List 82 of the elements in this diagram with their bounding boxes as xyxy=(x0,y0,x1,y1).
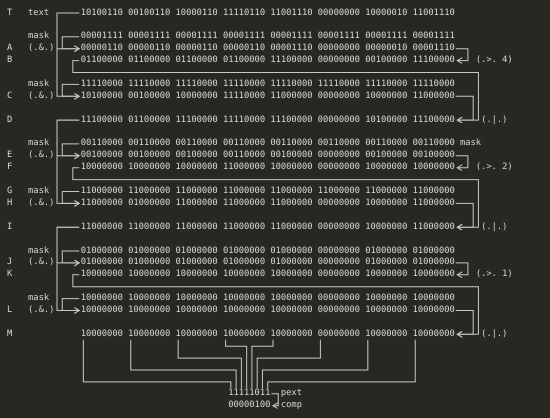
row-label: mask xyxy=(28,293,50,304)
connector-arrow xyxy=(56,226,80,314)
binary-row: 00000110 00000110 00000110 00000110 00001110 00000000 00000010 00001110 xyxy=(80,43,455,54)
binary-row: 00110000 00110000 00110000 00110000 00110000 00110000 00110000 00110000 xyxy=(80,138,455,150)
row-label: mask xyxy=(460,138,482,150)
connector-arrow xyxy=(62,36,80,52)
row-label: D xyxy=(6,114,12,126)
connector-line xyxy=(262,339,368,389)
binary-row: 01000000 01000000 01000000 01000000 01000000 00000000 01000000 01000000 xyxy=(80,246,455,256)
connector-arrow xyxy=(270,393,279,410)
connector-line xyxy=(225,339,248,389)
connector-line xyxy=(130,339,237,389)
binary-row: 11110000 11110000 11110000 11110000 11110000 11110000 11110000 11110000 xyxy=(80,78,455,90)
row-label: (.&.) xyxy=(28,198,54,209)
binary-row: 10100110 00100110 10000110 11110110 11001110 00000000 10000010 11001110 xyxy=(80,8,455,18)
row-label: comp xyxy=(280,400,302,412)
row-label: text xyxy=(28,8,50,18)
binary-row: 00100000 00100000 00100000 00110000 00100000 00000000 00100000 00100000 xyxy=(80,150,455,162)
connector-arrow xyxy=(455,202,474,231)
connector-arrow xyxy=(72,274,479,338)
edge-label: (.>. 1) xyxy=(476,269,513,280)
binary-row: 10000000 10000000 10000000 10000000 10000000 00000000 10000000 10000000 xyxy=(80,293,455,304)
row-label: mask xyxy=(28,138,50,150)
row-label: F xyxy=(6,162,12,174)
row-label: A xyxy=(6,43,12,54)
binary-row: 10000000 10000000 10000000 10000000 10000000 00000000 10000000 10000000 xyxy=(80,305,455,316)
connector-arrow xyxy=(62,143,80,160)
connector-arrow xyxy=(455,310,474,338)
binary-row: 01100000 01100000 01100000 01100000 11100000 00000000 00100000 11100000 xyxy=(80,55,455,66)
binary-row: 11000000 11000000 11000000 11000000 11000000 00000000 10000000 11000000 xyxy=(80,222,455,233)
connector-arrow xyxy=(62,84,80,100)
row-label: mask xyxy=(28,78,50,90)
row-label: I xyxy=(6,222,12,233)
connector-arrow xyxy=(62,250,80,266)
edge-label: (.|.) xyxy=(481,222,508,233)
row-label: mask xyxy=(28,31,50,42)
connector-line xyxy=(256,339,321,389)
binary-row: 11000000 01000000 11000000 11000000 11000000 00000000 10000000 11000000 xyxy=(80,198,455,209)
row-label: (.&.) xyxy=(28,150,54,162)
binary-row: 00000100 xyxy=(228,400,270,412)
binary-row: 01000000 01000000 01000000 01000000 01000000 00000000 01000000 01000000 xyxy=(80,257,455,268)
row-label: mask xyxy=(28,186,50,197)
connector-line xyxy=(82,339,232,389)
row-label: (.&.) xyxy=(28,43,54,54)
edge-label: (.>. 2) xyxy=(476,162,513,174)
row-label: H xyxy=(6,198,12,209)
row-label: K xyxy=(6,269,12,280)
row-label: C xyxy=(6,90,12,102)
row-label: G xyxy=(6,186,12,197)
row-label: M xyxy=(6,328,12,340)
connector-arrow xyxy=(455,155,468,172)
row-label: T xyxy=(6,8,12,18)
binary-row: 00001111 00001111 00001111 00001111 00001111 00001111 00001111 00001111 xyxy=(80,31,455,42)
binary-row: 11000000 11000000 11000000 11000000 11000000 11000000 11000000 11000000 xyxy=(80,186,455,197)
binary-row: 10000000 10000000 10000000 10000000 10000000 00000000 10000000 10000000 xyxy=(80,269,455,280)
row-label: B xyxy=(6,55,12,66)
row-label: mask xyxy=(28,246,50,256)
row-label: pext xyxy=(280,388,302,400)
binary-row: 10000000 10000000 10000000 11000000 10000000 00000000 10000000 10000000 xyxy=(80,162,455,174)
row-label: E xyxy=(6,150,12,162)
connector-arrow xyxy=(455,96,474,124)
connector-arrow xyxy=(56,120,80,207)
connector-arrow xyxy=(455,48,468,64)
connector-arrow xyxy=(455,262,468,278)
binary-row: 10000000 10000000 10000000 10000000 10000000 00000000 10000000 10000000 xyxy=(80,328,455,340)
edge-label: (.|.) xyxy=(481,114,508,126)
edge-label: (.|.) xyxy=(481,328,508,340)
connector-arrow xyxy=(62,298,80,314)
binary-row: 10100000 00100000 10000000 11110000 11000000 00000000 10000000 11000000 xyxy=(80,90,455,102)
row-label: (.&.) xyxy=(28,90,54,102)
row-label: (.&.) xyxy=(28,305,54,316)
connector-line xyxy=(251,339,274,389)
connector-line xyxy=(178,339,242,389)
row-label: J xyxy=(6,257,12,268)
row-label: L xyxy=(6,305,12,316)
edge-label: (.>. 4) xyxy=(476,55,513,66)
binary-row: 11100000 01100000 11100000 11110000 11100000 00000000 10100000 11100000 xyxy=(80,114,455,126)
row-label: (.&.) xyxy=(28,257,54,268)
binary-row: 11111011 xyxy=(228,388,270,400)
connector-arrow xyxy=(62,191,80,207)
connector-arrow xyxy=(56,12,80,100)
connector-line xyxy=(267,339,416,389)
